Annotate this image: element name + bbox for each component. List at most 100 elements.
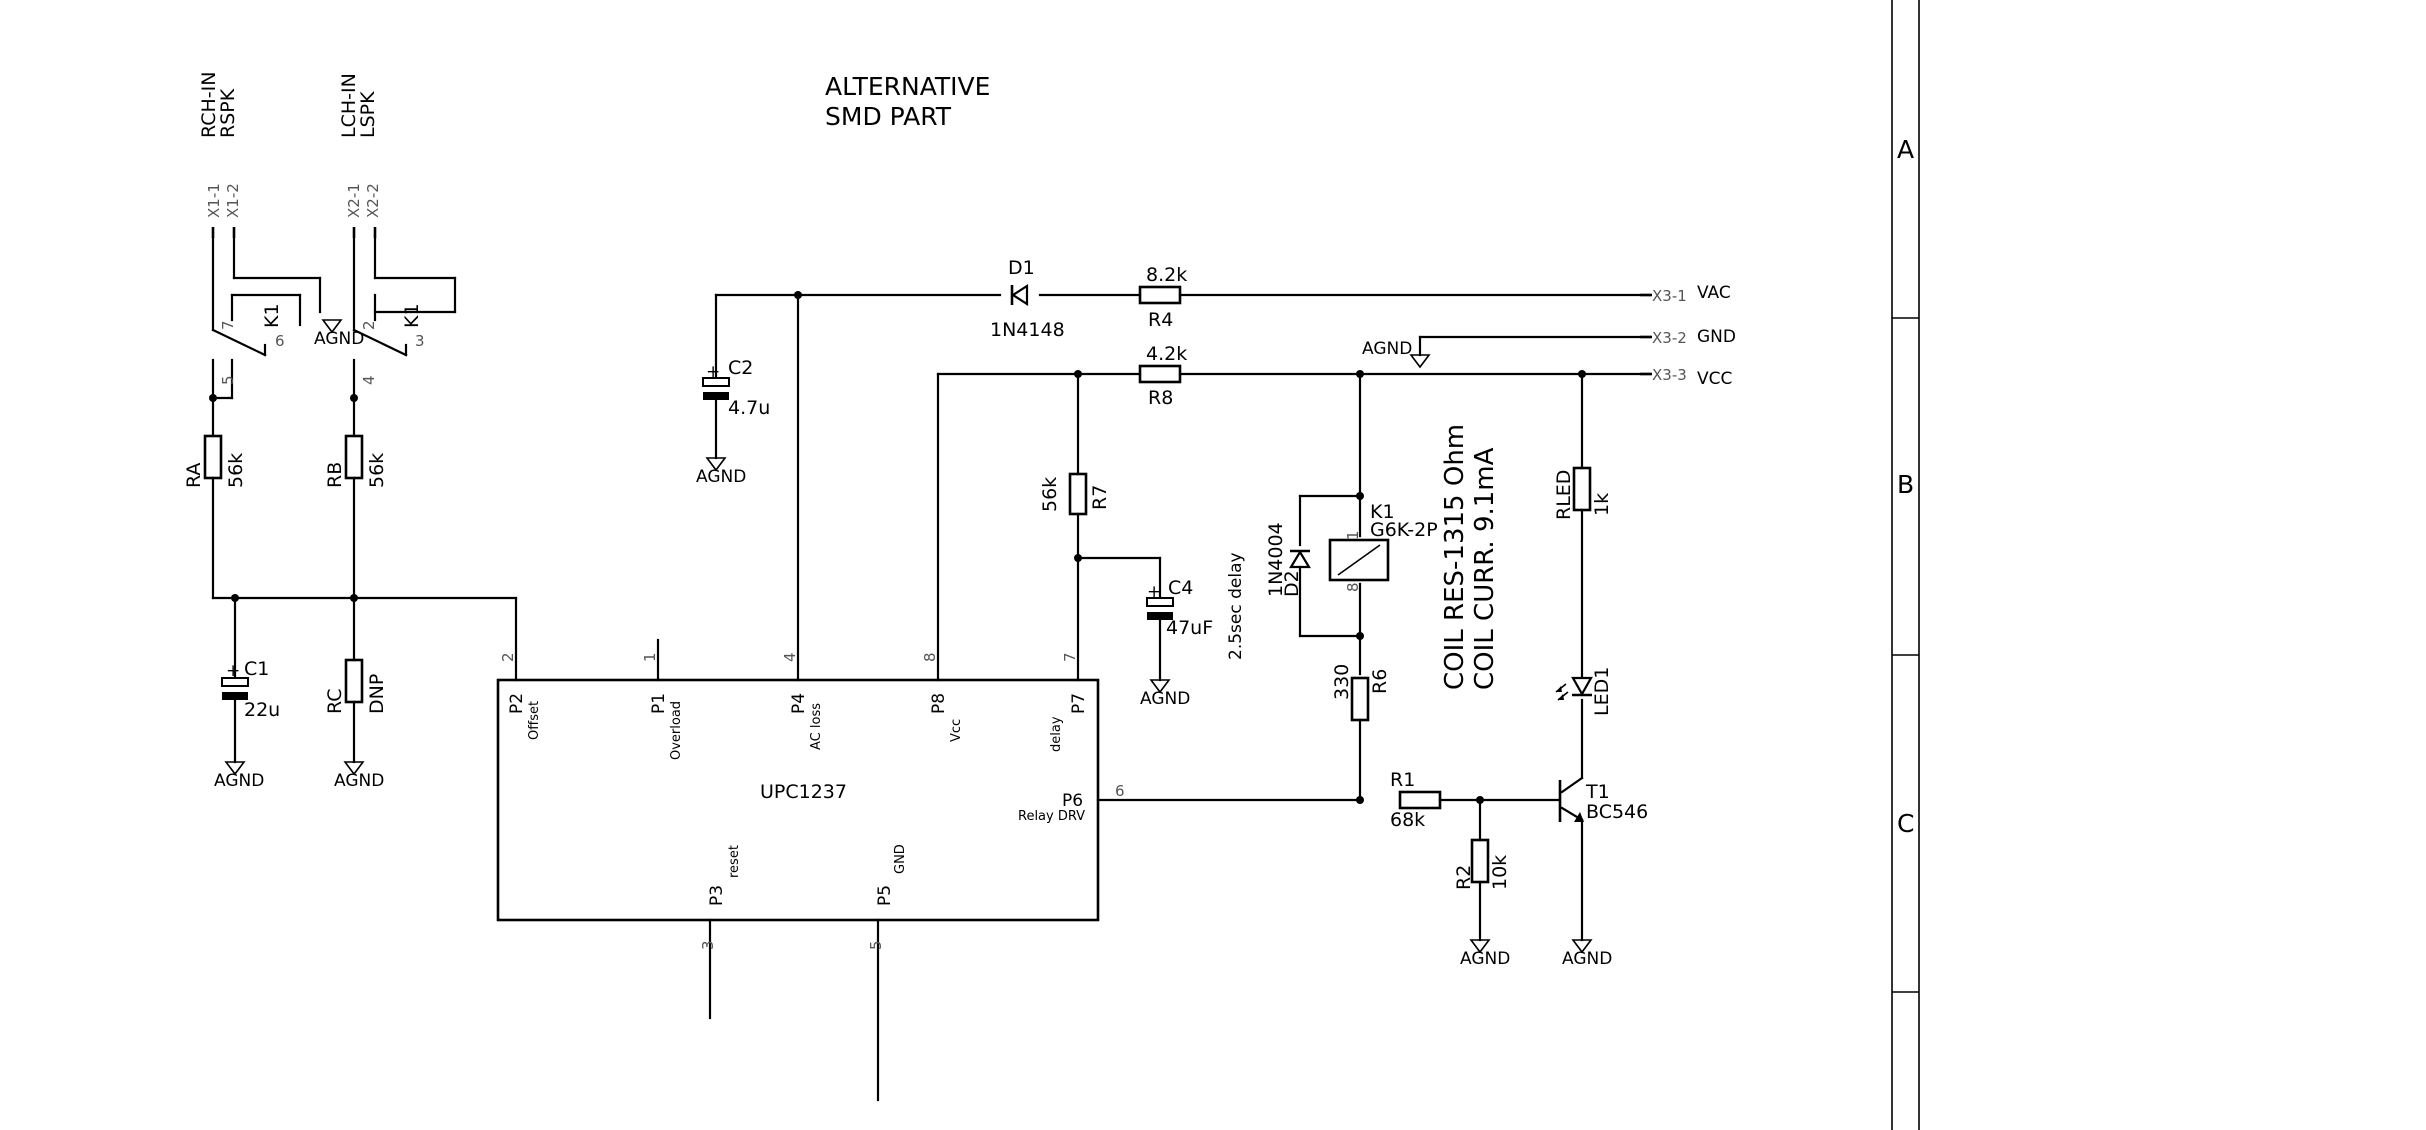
svg-text:R7: R7 — [1089, 485, 1111, 510]
coil-note-line2: COIL CURR. 9.1mA — [1470, 447, 1500, 690]
transistor-t1: T1 BC546 — [1558, 698, 1648, 942]
svg-text:P2: P2 — [507, 693, 527, 714]
svg-text:+: + — [1147, 582, 1161, 602]
capacitor-c1: + C1 22u — [221, 596, 280, 764]
svg-text:3: 3 — [415, 332, 425, 350]
svg-text:RCH-IN: RCH-IN — [198, 72, 220, 138]
svg-text:X3-1: X3-1 — [1652, 287, 1687, 305]
svg-text:VCC: VCC — [1697, 369, 1732, 389]
svg-text:4.2k: 4.2k — [1146, 343, 1187, 365]
svg-text:T1: T1 — [1585, 781, 1610, 803]
svg-text:R6: R6 — [1369, 669, 1391, 694]
agnd-r2: AGND — [1460, 939, 1510, 969]
input-terminals — [211, 227, 377, 238]
capacitor-c4: + C4 47uF — [1146, 577, 1213, 682]
relay-coil-k1: K1 G6K-2P 1 8 — [1328, 372, 1438, 676]
svg-text:68k: 68k — [1390, 809, 1425, 831]
svg-text:K1: K1 — [1370, 501, 1395, 523]
svg-text:BC546: BC546 — [1586, 801, 1648, 823]
net-gnd: AGND — [1362, 335, 1652, 369]
resistor-r6: 330 R6 — [1331, 664, 1391, 802]
svg-text:1: 1 — [641, 652, 659, 662]
input-right-labels: RCH-IN RSPK X1-1 X1-2 — [198, 72, 242, 218]
resistor-rled: RLED 1k — [1553, 372, 1613, 678]
svg-text:P3: P3 — [707, 885, 727, 906]
svg-text:AGND: AGND — [334, 771, 384, 791]
ic-upc1237: UPC1237 2 1 4 8 7 6 3 5 P2 Offset P1 Ove… — [496, 293, 1362, 1102]
coil-note-line1: COIL RES-1315 Ohm — [1440, 424, 1470, 690]
svg-text:22u: 22u — [244, 699, 280, 721]
agnd-c4: AGND — [1140, 679, 1190, 709]
svg-text:GND: GND — [893, 844, 908, 874]
relay-contact-right: K1 7 6 5 — [211, 236, 322, 400]
connector-x3: X3-1 VAC X3-2 GND X3-3 VCC — [1640, 283, 1736, 389]
svg-text:AGND: AGND — [1362, 339, 1412, 359]
svg-text:X3-2: X3-2 — [1652, 329, 1687, 347]
svg-text:RSPK: RSPK — [217, 88, 239, 138]
svg-text:10k: 10k — [1489, 855, 1511, 890]
net-delay — [1074, 554, 1162, 600]
agnd-rc: AGND — [334, 761, 384, 791]
svg-text:1N4004: 1N4004 — [1265, 522, 1287, 597]
capacitor-c2: + C2 4.7u — [702, 357, 770, 460]
frame-row-c: C — [1897, 809, 1914, 838]
svg-text:P8: P8 — [929, 693, 949, 714]
svg-text:Offset: Offset — [527, 701, 542, 740]
svg-text:LSPK: LSPK — [357, 91, 379, 138]
svg-text:AGND: AGND — [1460, 949, 1510, 969]
svg-text:AGND: AGND — [214, 771, 264, 791]
svg-text:7: 7 — [1061, 652, 1079, 662]
svg-text:delay: delay — [1049, 716, 1064, 752]
svg-text:Vcc: Vcc — [949, 719, 964, 742]
svg-text:56k: 56k — [1039, 477, 1061, 512]
svg-text:AGND: AGND — [1140, 689, 1190, 709]
delay-note: 2.5sec delay — [1226, 552, 1246, 660]
svg-text:5: 5 — [867, 940, 885, 950]
svg-text:LCH-IN: LCH-IN — [338, 73, 360, 138]
svg-text:R2: R2 — [1453, 865, 1475, 890]
resistor-r4: 8.2k R4 — [1138, 264, 1187, 331]
svg-text:UPC1237: UPC1237 — [760, 781, 847, 803]
title-line1: ALTERNATIVE — [825, 72, 990, 101]
diode-d1: D1 1N4148 — [990, 257, 1065, 341]
resistor-r7: 56k R7 — [1039, 372, 1111, 560]
svg-text:7: 7 — [219, 320, 237, 330]
agnd-relay: AGND — [314, 319, 364, 349]
svg-text:P1: P1 — [649, 693, 669, 714]
input-left-labels: LCH-IN LSPK X2-1 X2-2 — [338, 73, 382, 218]
svg-text:R1: R1 — [1390, 769, 1415, 791]
svg-text:8: 8 — [921, 652, 939, 662]
frame-border: A B C — [1891, 0, 1920, 1130]
svg-text:+: + — [706, 362, 720, 382]
svg-text:4: 4 — [781, 652, 799, 662]
svg-text:+: + — [226, 661, 240, 681]
svg-text:RB: RB — [324, 462, 346, 488]
svg-text:4.7u: 4.7u — [728, 397, 770, 419]
svg-text:2: 2 — [499, 652, 517, 662]
svg-text:AGND: AGND — [314, 329, 364, 349]
svg-text:6: 6 — [275, 332, 285, 350]
svg-text:56k: 56k — [225, 453, 247, 488]
svg-text:1N4148: 1N4148 — [990, 319, 1065, 341]
resistor-r8: 4.2k R8 — [1138, 343, 1187, 409]
svg-text:K1: K1 — [261, 303, 283, 328]
frame-row-b: B — [1897, 470, 1914, 499]
svg-text:GND: GND — [1697, 327, 1736, 347]
svg-text:X2-2: X2-2 — [364, 183, 382, 218]
svg-text:6: 6 — [1115, 782, 1125, 800]
svg-text:D1: D1 — [1008, 257, 1035, 279]
svg-text:RLED: RLED — [1553, 470, 1575, 520]
resistor-r2: R2 10k — [1453, 798, 1511, 942]
svg-text:1k: 1k — [1591, 493, 1613, 516]
net-vac — [714, 291, 1652, 380]
resistor-rb: RB 56k — [324, 396, 388, 600]
svg-text:R4: R4 — [1148, 309, 1173, 331]
svg-text:DNP: DNP — [366, 674, 388, 714]
relay-contact-left: K1 2 3 4 — [352, 236, 457, 400]
svg-text:D2: D2 — [1281, 570, 1303, 597]
resistor-ra: RA 56k — [183, 396, 247, 600]
svg-text:4: 4 — [360, 375, 378, 385]
svg-text:3: 3 — [699, 940, 717, 950]
svg-text:X1-1: X1-1 — [205, 183, 223, 218]
